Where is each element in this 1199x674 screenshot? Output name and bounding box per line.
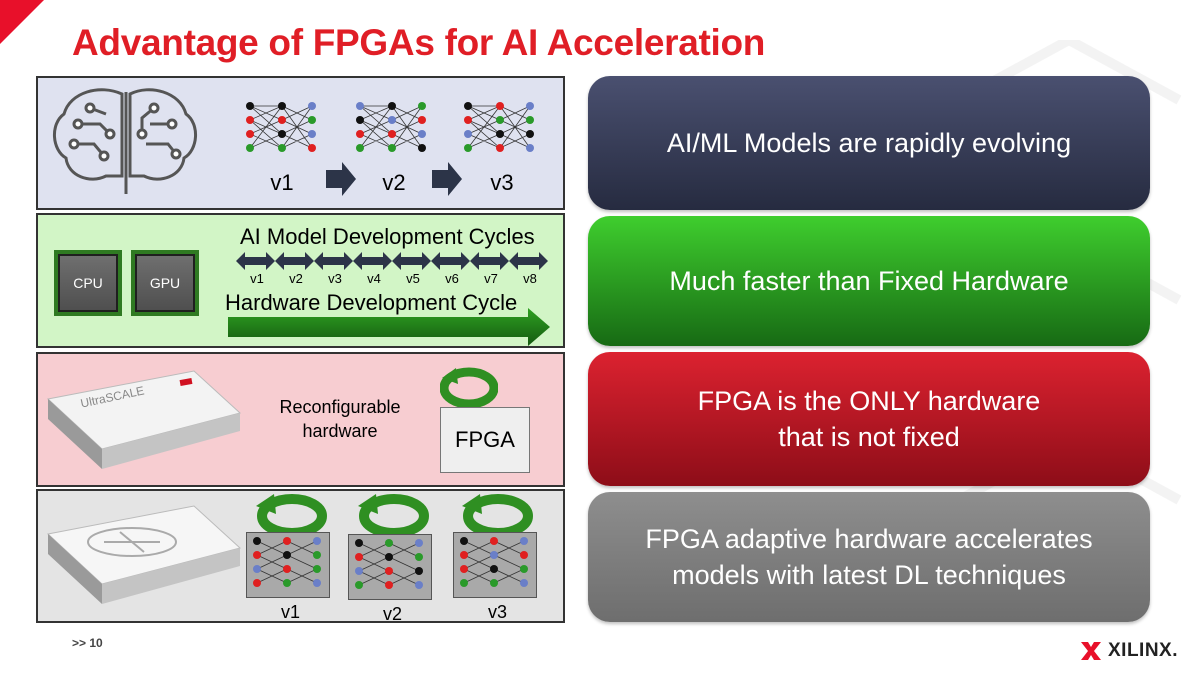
gpu-chip: GPU <box>131 250 199 316</box>
neural-net-icon <box>464 102 534 152</box>
version-label: v1 <box>281 602 301 622</box>
arrow-right-icon <box>326 162 356 196</box>
slide-title: Advantage of FPGAs for AI Acceleration <box>72 22 766 63</box>
neural-net-icon <box>356 102 426 152</box>
statement-faster-than-fixed: Much faster than Fixed Hardware <box>588 216 1150 346</box>
version-label: v3 <box>488 602 508 622</box>
cycle-version-label: v4 <box>367 271 381 286</box>
panel-ai-models: v1 v2 v3 <box>36 76 565 210</box>
refresh-icon <box>358 494 429 538</box>
version-label: v2 <box>382 170 406 195</box>
refresh-icon <box>440 367 498 409</box>
network-box <box>246 532 330 598</box>
version-label: v3 <box>490 170 514 195</box>
fpga-board-icon <box>46 370 242 469</box>
xilinx-logo: XILINX. <box>1080 640 1178 662</box>
long-arrow-right-icon <box>228 308 550 346</box>
reconfigurable-label: Reconfigurable hardware <box>279 397 401 441</box>
xilinx-x-icon <box>1081 642 1101 660</box>
neural-net-icon <box>355 539 423 589</box>
network-box <box>348 534 432 600</box>
arrow-right-icon <box>432 162 462 196</box>
version-label: v2 <box>383 604 403 624</box>
cycle-version-label: v6 <box>445 271 459 286</box>
cpu-chip: CPU <box>54 250 122 316</box>
cycle-version-label: v2 <box>289 271 303 286</box>
cycle-version-label: v3 <box>328 271 342 286</box>
cycle-version-label: v1 <box>250 271 264 286</box>
statement-adaptive-hardware: FPGA adaptive hardware accelerates model… <box>588 492 1150 622</box>
corner-accent <box>0 0 44 44</box>
network-box <box>453 532 537 598</box>
neural-net-icon <box>253 537 321 587</box>
statement-fpga-not-fixed: FPGA is the ONLY hardware that is not fi… <box>588 352 1150 486</box>
cycle-arrows <box>236 252 548 270</box>
version-label: v1 <box>270 170 294 195</box>
cycle-version-label: v8 <box>523 271 537 286</box>
hw-cycle-label: Hardware Development Cycle <box>225 290 518 315</box>
cycle-version-label: v5 <box>406 271 420 286</box>
logo-text: XILINX. <box>1108 640 1179 661</box>
neural-net-icon <box>246 102 316 152</box>
cycle-version-label: v7 <box>484 271 498 286</box>
brain-icon <box>53 88 197 194</box>
page-number: >> 10 <box>72 636 103 650</box>
fpga-brain-board-icon <box>46 505 242 604</box>
ai-cycles-label: AI Model Development Cycles <box>240 224 535 249</box>
neural-net-icon <box>460 537 528 587</box>
fpga-box: FPGA <box>440 407 530 473</box>
statement-ai-ml-evolving: AI/ML Models are rapidly evolving <box>588 76 1150 210</box>
